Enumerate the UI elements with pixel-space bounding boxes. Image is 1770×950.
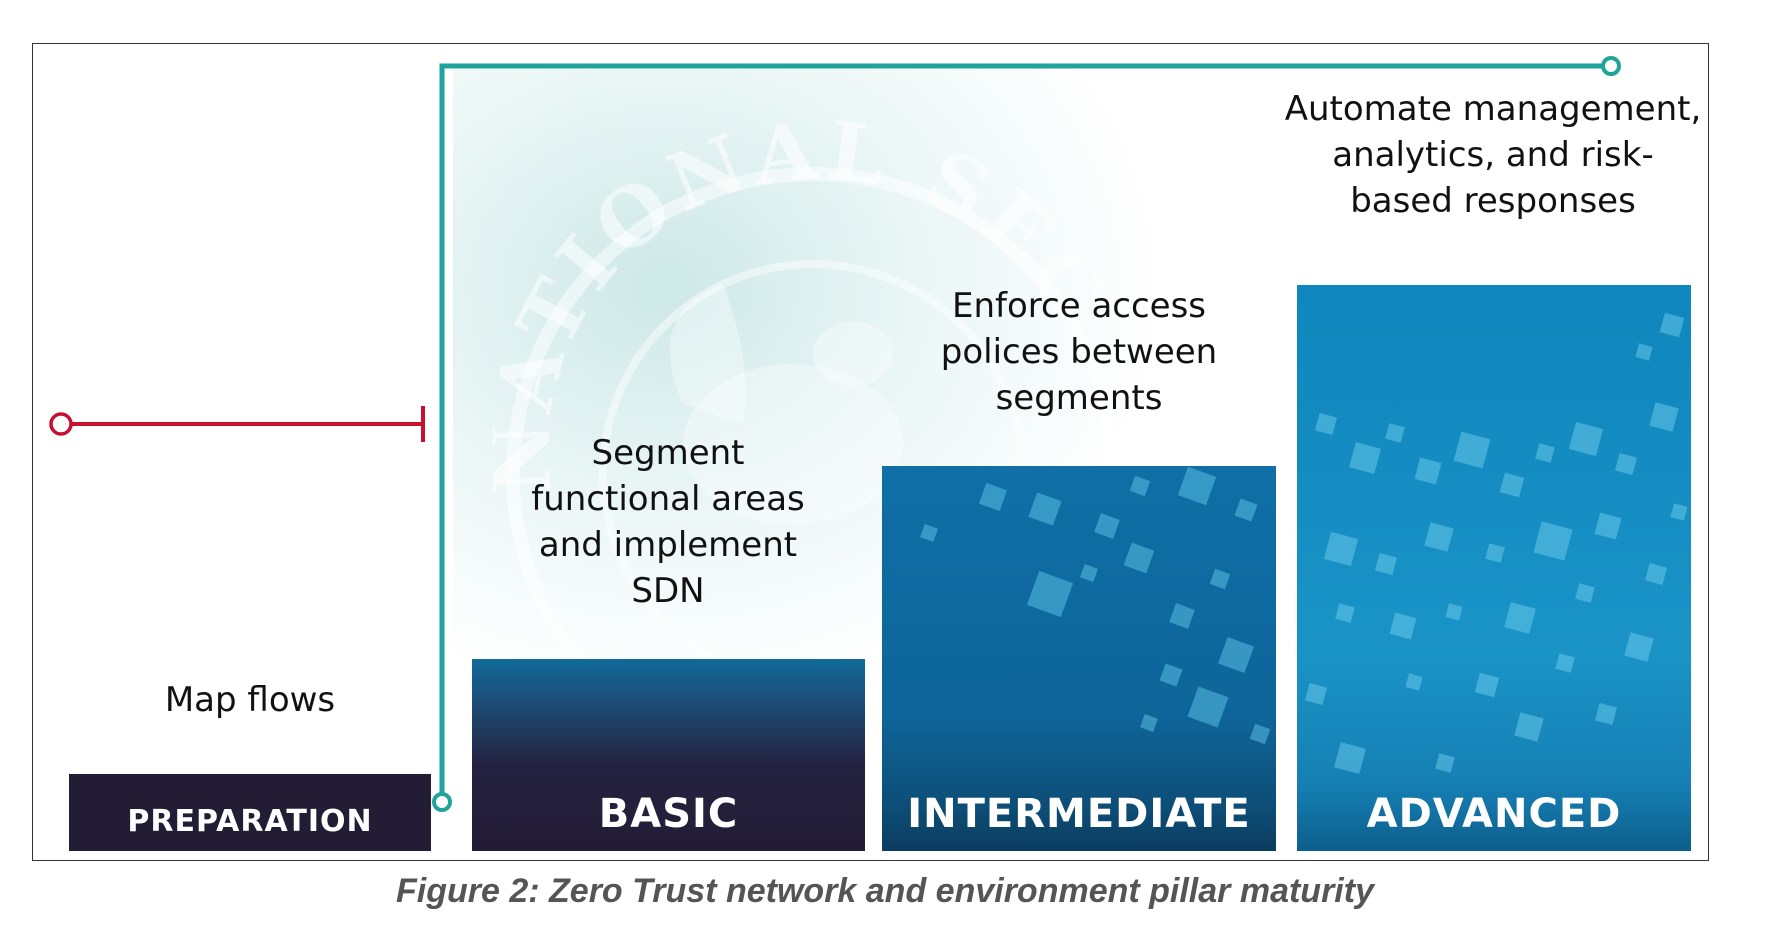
timeline-lines	[49, 56, 1621, 812]
figure-caption: Figure 2: Zero Trust network and environ…	[396, 872, 1374, 910]
preparation-description: Map flows	[164, 680, 336, 720]
basic-bar: BASIC	[472, 659, 865, 851]
intermediate-label: INTERMEDIATE	[907, 791, 1251, 837]
intermediate-bar: INTERMEDIATE	[882, 466, 1276, 851]
teal-timeline	[439, 63, 1611, 802]
advanced-description: Automate management, analytics, and risk…	[1284, 89, 1702, 221]
preparation-label: PREPARATION	[127, 804, 373, 839]
basic-label: BASIC	[598, 791, 739, 837]
preparation-bar: PREPARATION	[69, 774, 431, 851]
basic-description: Segment functional areas and implement S…	[531, 433, 805, 611]
advanced-label: ADVANCED	[1366, 791, 1622, 837]
intermediate-description: Enforce access polices between segments	[940, 286, 1218, 418]
advanced-square-pattern	[1304, 312, 1688, 774]
teal-end-node	[1601, 56, 1621, 76]
red-start-node	[49, 412, 73, 436]
intermediate-square-pattern	[920, 466, 1271, 745]
teal-start-node	[432, 792, 452, 812]
figure-frame: NATIONAL SECURITY Map flows Segment func…	[32, 43, 1709, 861]
advanced-bar: ADVANCED	[1297, 285, 1691, 851]
